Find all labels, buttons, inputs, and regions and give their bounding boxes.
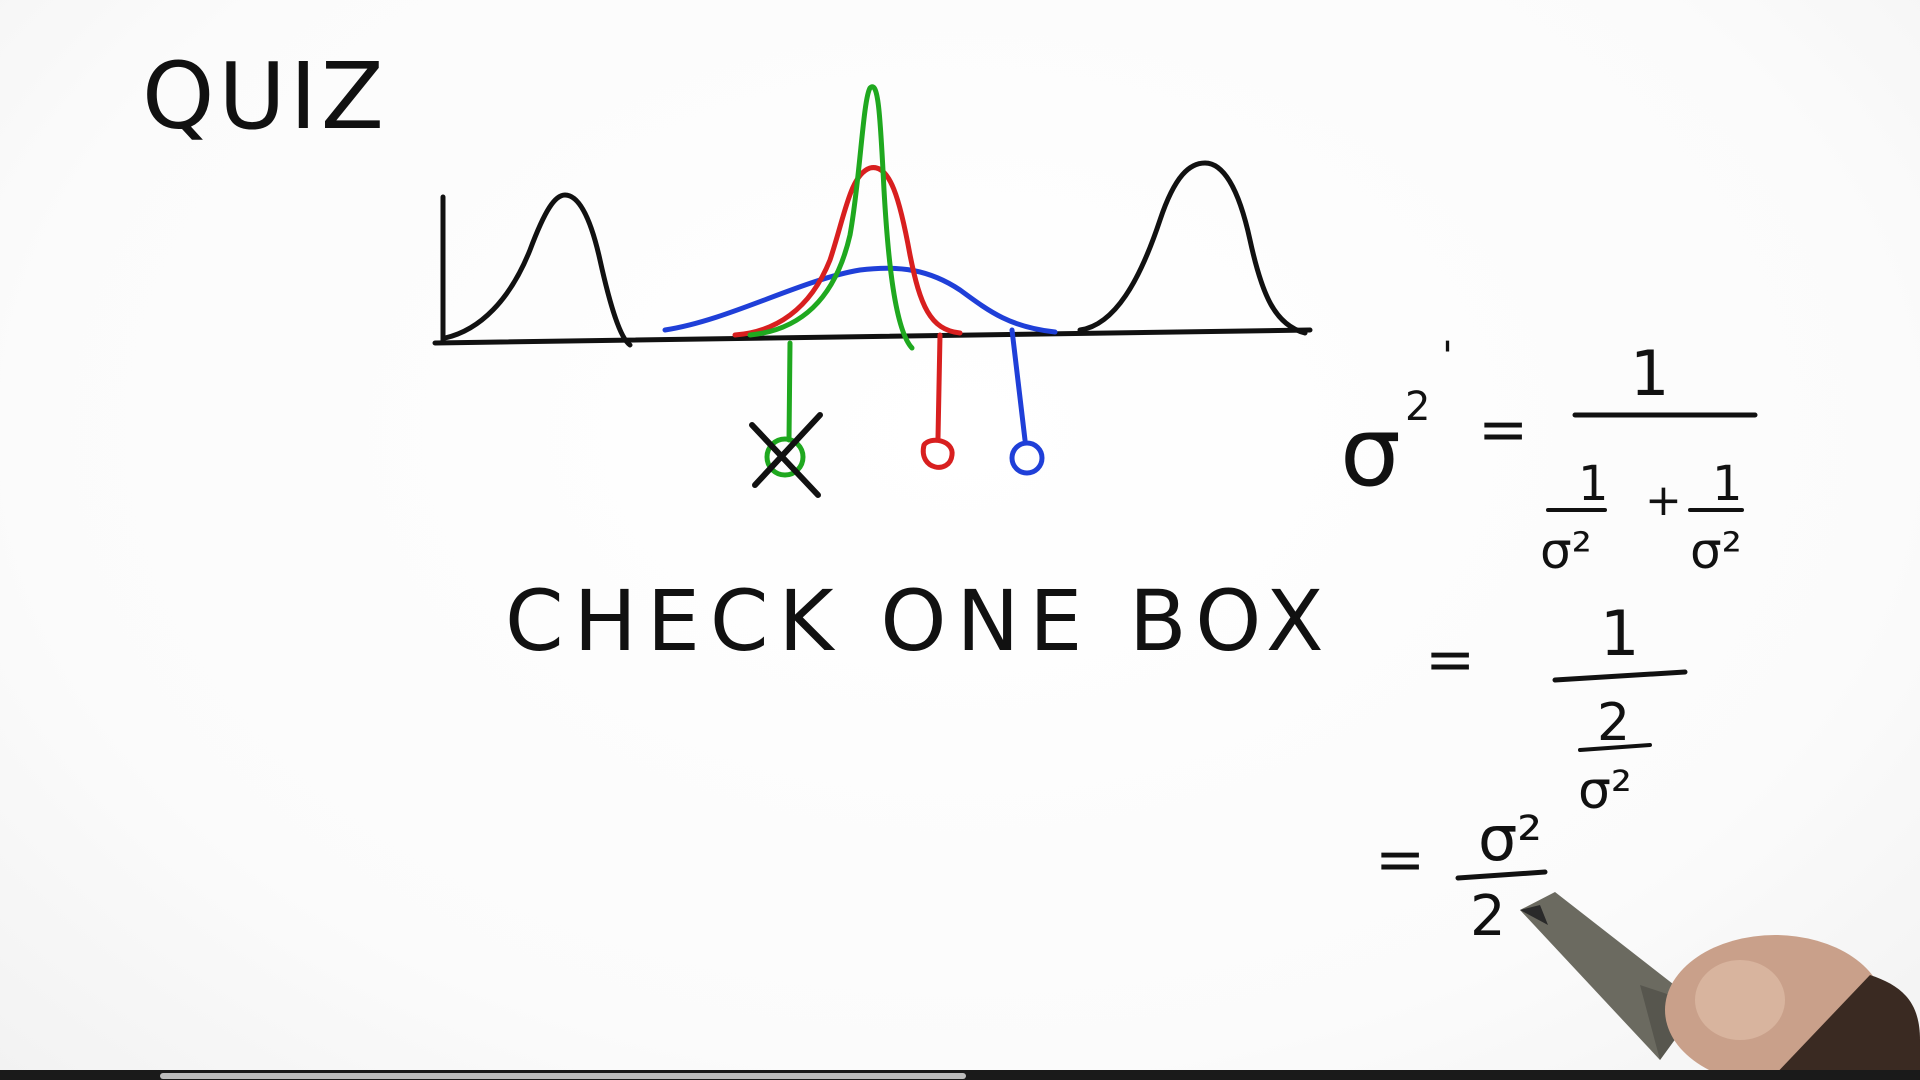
blue-checkbox[interactable]	[1009, 440, 1045, 476]
video-progress-fill	[160, 1073, 966, 1079]
x-axis	[432, 327, 1313, 346]
check-one-box-instruction: CHECK ONE BOX	[505, 572, 1334, 670]
f1-den-term1-num: 1	[1578, 456, 1609, 512]
red-gaussian	[732, 165, 963, 338]
equals-1: =	[1478, 395, 1528, 465]
green-gaussian	[747, 84, 915, 351]
f2-den-den: σ²	[1578, 761, 1632, 821]
red-checkbox[interactable]	[920, 437, 955, 470]
sigma-lhs-superscript: 2	[1405, 384, 1430, 430]
quiz-title: QUIZ	[142, 43, 388, 150]
f1-plus: +	[1645, 475, 1682, 526]
f3-denominator: 2	[1470, 884, 1506, 949]
blue-pointer-line	[1009, 327, 1028, 443]
check-x-mark	[749, 412, 823, 498]
f2-den-num: 2	[1597, 693, 1630, 753]
f3-fraction-bar	[1455, 869, 1548, 881]
f3-numerator: σ²	[1478, 802, 1542, 875]
f2-fraction-bar	[1552, 669, 1688, 683]
f1-den-term1-den: σ²	[1540, 522, 1592, 580]
equals-3: =	[1375, 825, 1425, 895]
left-black-gaussian	[442, 192, 633, 348]
right-black-gaussian	[1077, 160, 1308, 336]
f1-den-term2-num: 1	[1712, 456, 1743, 512]
f1-numerator: 1	[1630, 337, 1669, 410]
f2-numerator: 1	[1600, 597, 1639, 670]
green-pointer-line	[786, 340, 793, 443]
f1-den-term2-den: σ²	[1690, 522, 1742, 580]
pen-and-hand	[1520, 892, 1920, 1080]
f2-den-bar	[1578, 743, 1652, 752]
equals-2: =	[1425, 625, 1475, 695]
sigma-lhs-prime: '	[1442, 334, 1453, 380]
blue-gaussian	[662, 265, 1058, 335]
sigma-lhs: σ	[1340, 396, 1401, 508]
red-pointer-line	[935, 332, 943, 441]
green-checkbox[interactable]	[764, 436, 806, 478]
video-progress-track[interactable]	[0, 1070, 1920, 1080]
